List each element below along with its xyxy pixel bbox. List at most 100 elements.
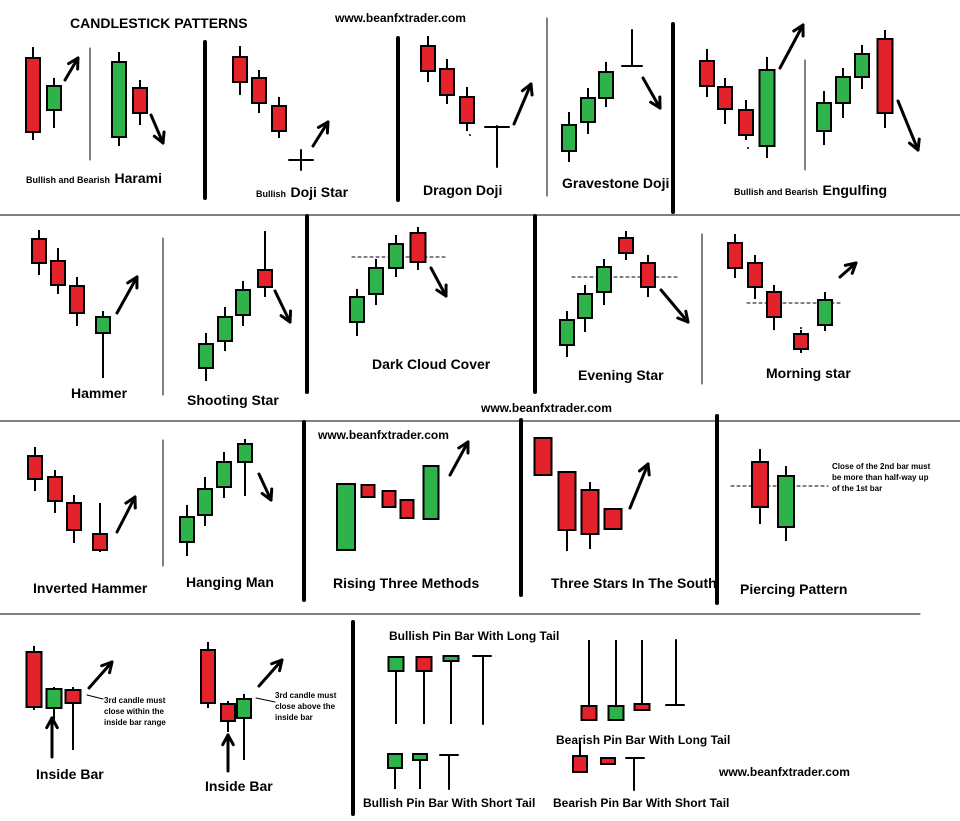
arrow-head [270, 658, 284, 666]
website-watermark-top: www.beanfxtrader.com [335, 11, 466, 25]
arrow-head [457, 440, 470, 450]
bearish-candle [25, 57, 41, 133]
arrow-shaft [115, 275, 139, 315]
bullish-candle [45, 688, 63, 709]
bearish-candle [876, 38, 894, 114]
bearish-candle [25, 651, 43, 708]
bullish-candle [598, 71, 614, 99]
arrow-head [637, 462, 650, 473]
inverted-hammer-label: Inverted Hammer [33, 580, 148, 596]
inside-bar-label-2: Inside Bar [205, 778, 273, 794]
website-watermark-rising: www.beanfxtrader.com [318, 428, 449, 442]
piercing-pattern-label: Piercing Pattern [740, 581, 848, 597]
website-watermark-middle: www.beanfxtrader.com [481, 401, 612, 415]
arrow-head [100, 660, 114, 668]
shooting-star-label: Shooting Star [187, 392, 279, 408]
bullish-candle [758, 69, 776, 147]
bullish-candle [777, 475, 795, 528]
arrow-head [278, 658, 284, 673]
bearish-candle [399, 499, 415, 519]
bearish-candle [793, 333, 809, 350]
bullish-candle [349, 296, 365, 323]
bullish-candle [336, 483, 356, 551]
bullish-candle [111, 61, 127, 138]
bearish-candle [439, 68, 455, 96]
website-watermark-bottom: www.beanfxtrader.com [719, 765, 850, 779]
bullish-pin-short-label: Bullish Pin Bar With Short Tail [363, 796, 536, 810]
bearish-candle [618, 237, 634, 254]
bearish-candle [640, 262, 656, 288]
bullish-candle [179, 516, 195, 543]
bullish-candle [46, 85, 62, 111]
inside-bar-note-1: 3rd candle must close within the inside … [104, 696, 166, 727]
bullish-candle [95, 316, 111, 334]
bearish-candle [132, 87, 148, 114]
bearish-candle [633, 703, 651, 711]
bearish-candle [232, 56, 248, 83]
engulfing-label: Bullish and Bearish Engulfing [734, 182, 887, 200]
engulfing-prefix: Bullish and Bearish [734, 187, 819, 197]
bearish-candle [69, 285, 85, 314]
bearish-candle [409, 232, 427, 263]
bearish-candle [580, 705, 598, 721]
arrow-shaft [273, 289, 292, 324]
arrow-head [325, 120, 330, 135]
arrow-head [279, 314, 292, 324]
arrow-head [520, 82, 533, 93]
arrow-head [316, 120, 330, 129]
arrow-shaft [659, 288, 690, 324]
bullish-candle [387, 753, 403, 769]
bearish-candle [220, 703, 236, 722]
engulfing-name: Engulfing [822, 182, 888, 198]
arrow-shaft [512, 82, 533, 126]
bearish-candle [200, 649, 216, 704]
rising-three-methods-label: Rising Three Methods [333, 575, 480, 591]
arrow-head [67, 56, 80, 66]
bearish-candle [27, 455, 43, 480]
harami-prefix: Bullish and Bearish [26, 175, 111, 185]
bullish-candle [422, 465, 440, 520]
arrow-shaft [257, 472, 273, 502]
bullish-candle [235, 289, 251, 316]
inside-bar-note-2: 3rd candle must close above the inside b… [275, 691, 337, 722]
bearish-candle [600, 757, 616, 765]
bullish-candle [561, 124, 577, 152]
bullish-pin-long-label: Bullish Pin Bar With Long Tail [389, 629, 560, 643]
dot [469, 134, 471, 136]
bearish-candle [381, 490, 397, 508]
arrow-shaft [257, 658, 284, 688]
arrow-head [152, 134, 165, 145]
inside-bar-label-1: Inside Bar [36, 766, 104, 782]
arrow-head [288, 309, 293, 324]
arrow-head [50, 716, 59, 730]
bullish-candle [816, 102, 832, 132]
bearish-candle [92, 533, 108, 551]
bullish-candle [237, 443, 253, 463]
bearish-candle [533, 437, 553, 476]
bearish-pin-short-label: Bearish Pin Bar With Short Tail [553, 796, 730, 810]
bullish-candle [854, 53, 870, 78]
arrow-shaft [311, 120, 330, 148]
bearish-candle [603, 508, 623, 530]
arrow-head [260, 491, 273, 502]
arrow-shaft [628, 462, 650, 510]
bearish-pin-long-label: Bearish Pin Bar With Long Tail [556, 733, 731, 747]
bullish-candle [412, 753, 428, 761]
dot [747, 147, 749, 149]
arrow-shaft [838, 261, 858, 279]
harami-name: Harami [114, 170, 162, 186]
bullish-candle [368, 267, 384, 295]
arrow-head [124, 495, 137, 505]
doji-star-name: Doji Star [290, 184, 349, 200]
arrow-head [221, 733, 230, 747]
bullish-candle [217, 316, 233, 342]
note-pointer [86, 694, 104, 700]
arrow-head [269, 487, 274, 502]
harami-label: Bullish and Bearish Harami [26, 170, 162, 188]
piercing-note: Close of the 2nd bar must be more than h… [832, 462, 931, 493]
bearish-candle [738, 109, 754, 136]
bearish-candle [50, 260, 66, 286]
bullish-candle [817, 299, 833, 326]
bearish-candle [727, 242, 743, 269]
